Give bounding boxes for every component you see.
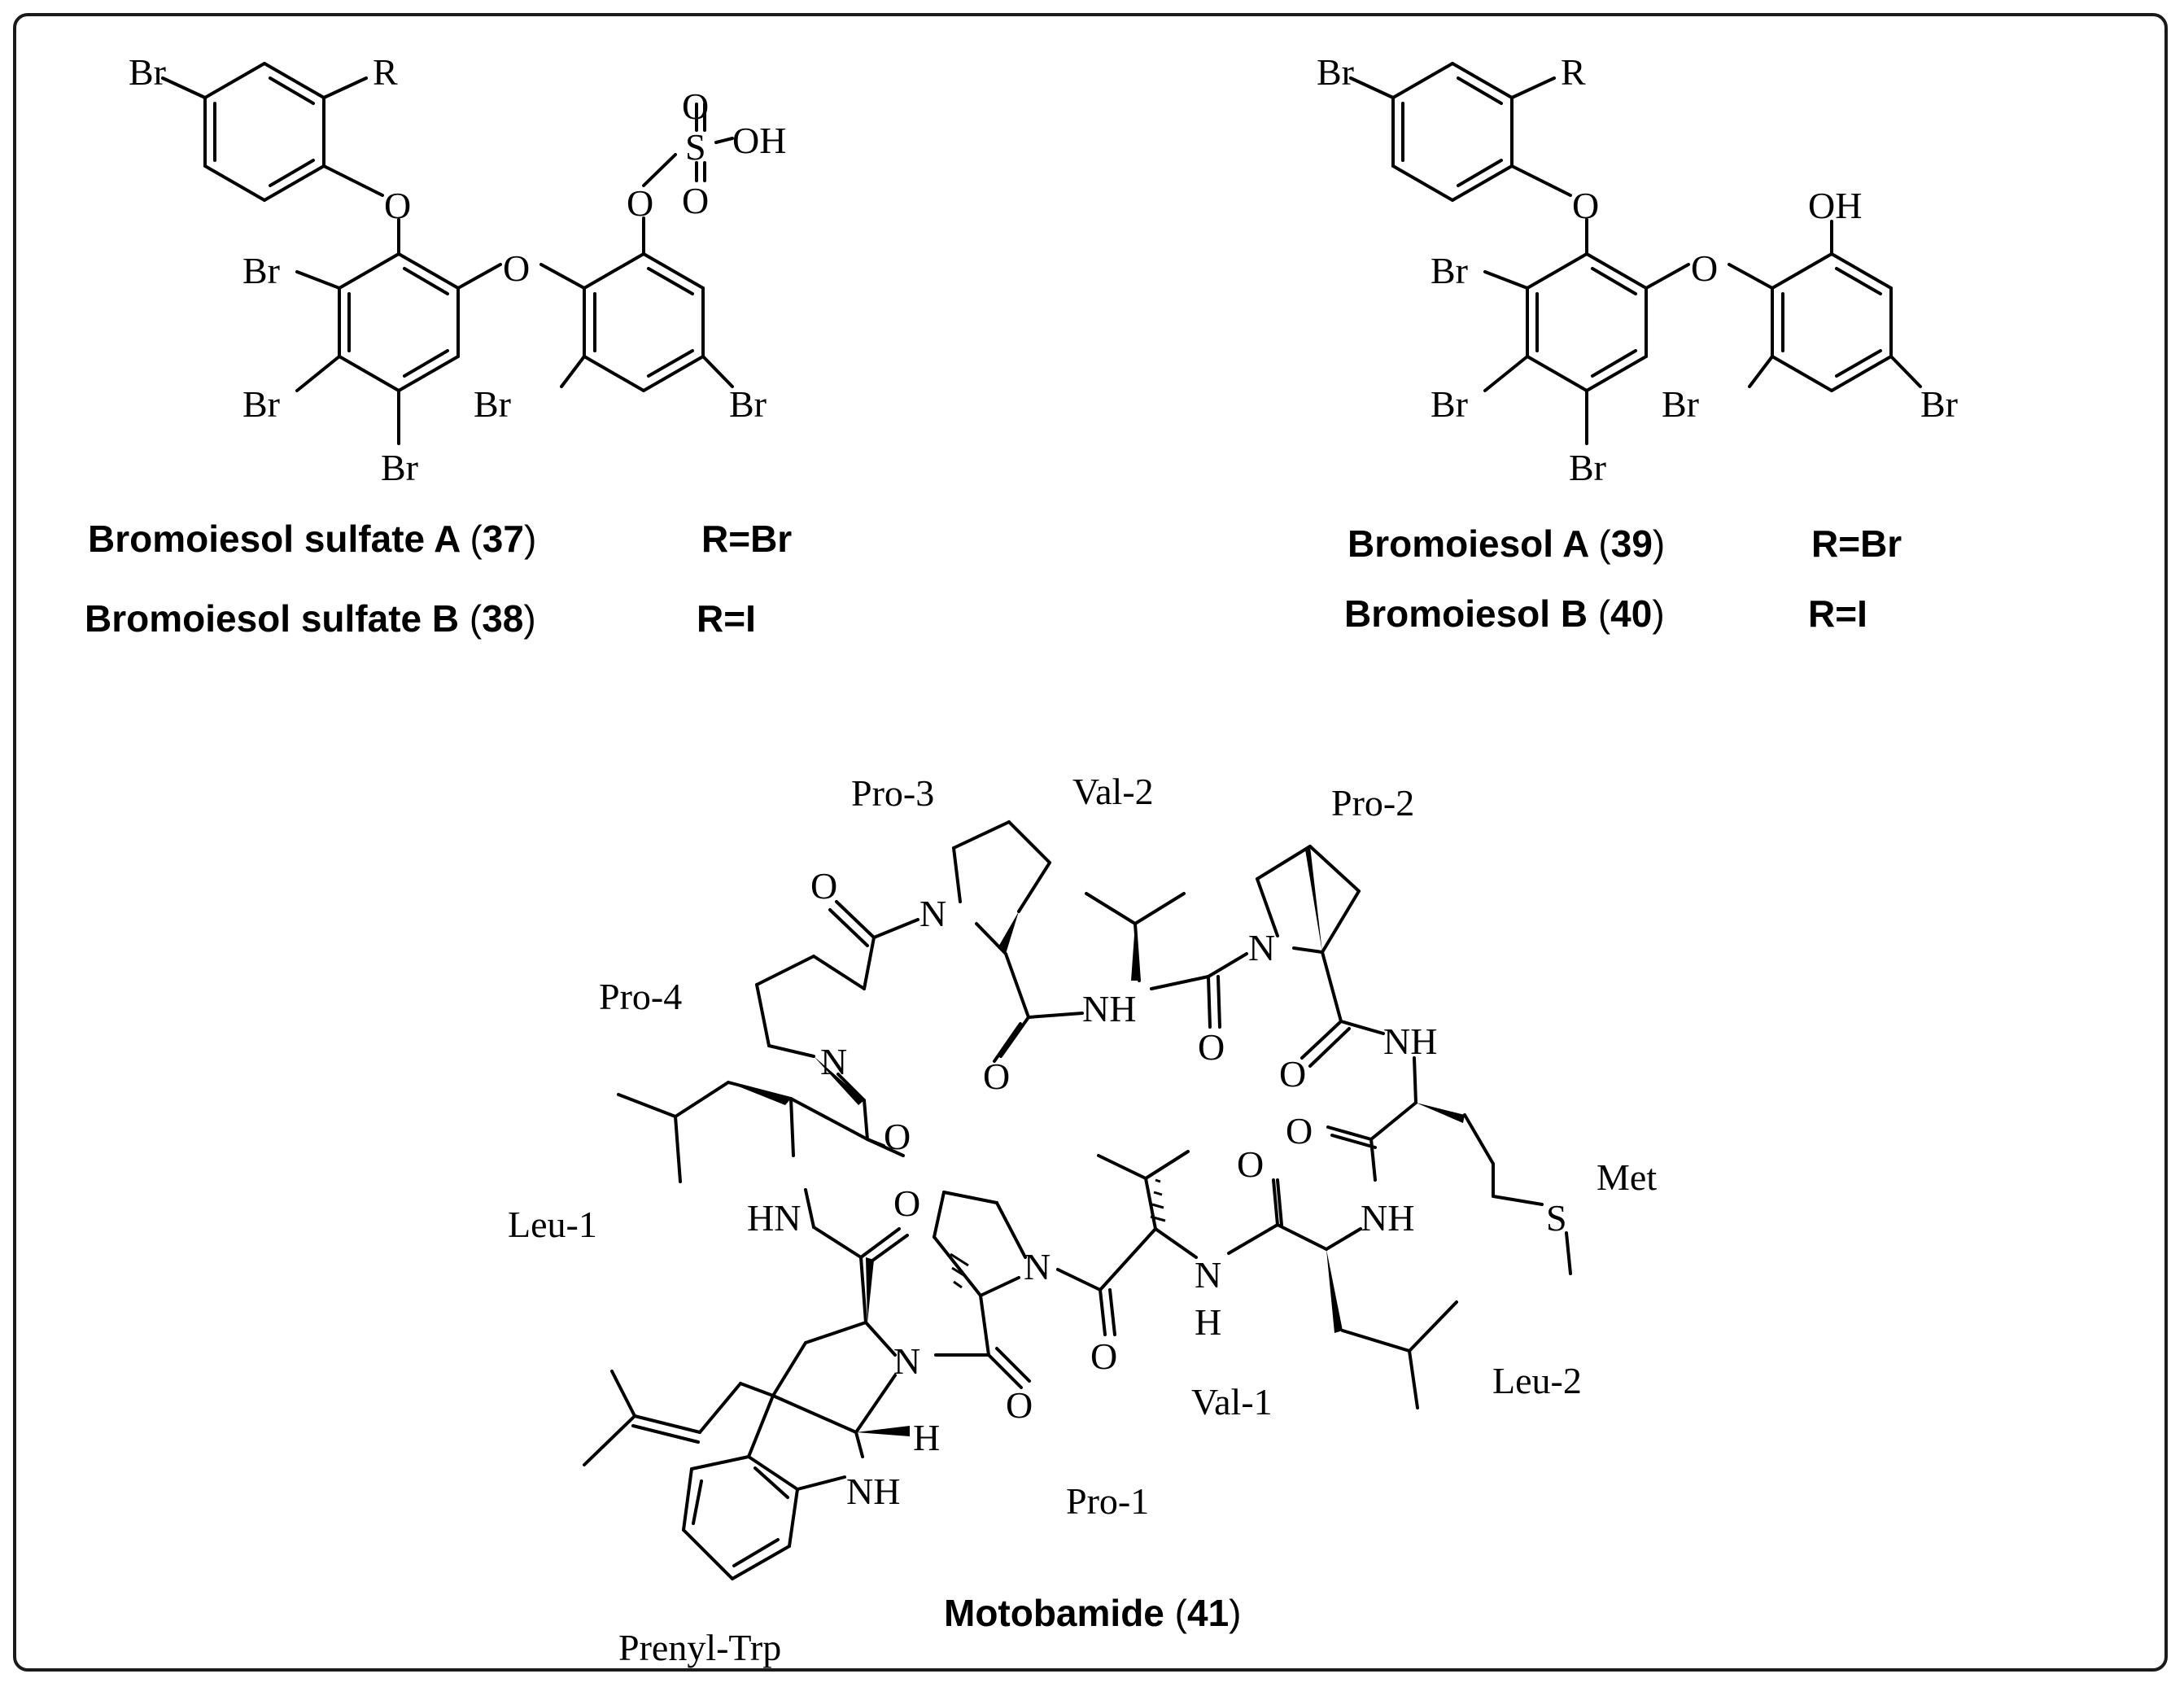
residue-val2: Val-2 — [1072, 771, 1154, 812]
structure-motobamide: O N N O NH O N O NH O NH S O N H O N O N… — [508, 771, 1657, 1668]
atom-o: O — [682, 180, 709, 221]
atom-br: Br — [1317, 51, 1354, 93]
structure-bromoiesol-sulfate: Br R O Br Br Br O Br Br O S O O OH — [129, 51, 786, 488]
compound-number: 40 — [1610, 592, 1652, 635]
atom-o: O — [1198, 1026, 1225, 1068]
atom-br: Br — [1920, 383, 1958, 425]
atom-h: H — [1195, 1301, 1221, 1343]
atom-o: O — [1237, 1143, 1264, 1185]
atom-n: N — [919, 893, 946, 934]
residue-pro1: Pro-1 — [1066, 1480, 1149, 1522]
atom-br: Br — [129, 51, 166, 93]
caption-38: Bromoiesol sulfate B (38) R=I — [85, 597, 756, 640]
atom-br: Br — [1662, 383, 1699, 425]
atom-o: O — [884, 1116, 911, 1157]
compound-name: Motobamide — [944, 1592, 1164, 1634]
atom-n: N — [1195, 1254, 1221, 1296]
atom-hn: HN — [747, 1197, 801, 1239]
atom-h: H — [913, 1417, 940, 1458]
atom-nh: NH — [846, 1471, 900, 1512]
atom-nh: NH — [1361, 1197, 1414, 1239]
atom-s: S — [685, 126, 706, 168]
svg-text:Motobamide (41): Motobamide (41) — [944, 1592, 1242, 1634]
atom-oh: OH — [732, 120, 786, 161]
caption-39: Bromoiesol A (39) R=Br — [1348, 522, 1902, 565]
caption-41: Motobamide (41) — [944, 1592, 1242, 1634]
compound-name: Bromoiesol B — [1344, 592, 1588, 635]
atom-br: Br — [474, 383, 511, 425]
compound-name: Bromoiesol sulfate B — [85, 597, 459, 640]
atom-o: O — [1090, 1335, 1117, 1377]
svg-text:Bromoiesol sulfate B (3: Bromoiesol sulfate B (38) — [85, 597, 536, 640]
svg-text:Bromoiesol B (40): Bromoiesol B (40) — [1344, 592, 1665, 635]
residue-pro4: Pro-4 — [599, 976, 682, 1017]
compound-number: 39 — [1611, 522, 1653, 565]
atom-br: Br — [1569, 447, 1606, 488]
atom-o: O — [1286, 1110, 1313, 1152]
atom-o: O — [983, 1055, 1010, 1097]
atom-o: O — [1572, 185, 1599, 226]
caption-37: Bromoiesol sulfate A (37) R=Br — [88, 518, 792, 560]
residue-leu1: Leu-1 — [508, 1204, 597, 1245]
atom-o: O — [810, 865, 837, 907]
compound-number: 37 — [483, 518, 524, 560]
atom-br: Br — [729, 383, 767, 425]
compound-name: Bromoiesol A — [1348, 522, 1588, 565]
atom-br: Br — [1431, 250, 1468, 291]
atom-o: O — [1691, 247, 1718, 289]
atom-o: O — [627, 182, 653, 224]
structure-bromoiesol: Br R O Br Br Br O Br Br OH — [1317, 51, 1958, 488]
atom-n: N — [1248, 927, 1275, 968]
atom-s: S — [1546, 1197, 1567, 1239]
atom-nh: NH — [1383, 1021, 1437, 1062]
atom-br: Br — [242, 250, 280, 291]
atom-br: Br — [1431, 383, 1468, 425]
r-group: R=Br — [1811, 522, 1902, 565]
atom-r: R — [373, 51, 398, 93]
residue-prenyl-trp: Prenyl-Trp — [618, 1627, 781, 1668]
residue-pro3: Pro-3 — [851, 772, 934, 814]
residue-val1: Val-1 — [1191, 1381, 1273, 1423]
residue-leu2: Leu-2 — [1492, 1360, 1582, 1401]
atom-n: N — [1024, 1246, 1051, 1287]
atom-o: O — [384, 185, 411, 226]
atom-oh: OH — [1808, 185, 1862, 226]
atom-nh: NH — [1082, 988, 1136, 1029]
atom-n: N — [893, 1340, 920, 1382]
svg-text:Bromoiesol sulfate A (3: Bromoiesol sulfate A (37) — [88, 518, 536, 560]
atom-n: N — [820, 1041, 847, 1082]
r-group: R=Br — [701, 518, 792, 560]
compound-number: 41 — [1187, 1592, 1229, 1634]
atom-o: O — [1006, 1384, 1033, 1426]
atom-r: R — [1561, 51, 1586, 93]
atom-o: O — [682, 85, 709, 127]
atom-o: O — [503, 247, 530, 289]
compound-number: 38 — [482, 597, 523, 640]
atom-o: O — [1279, 1053, 1306, 1095]
atom-br: Br — [381, 447, 418, 488]
r-group: R=I — [697, 597, 756, 640]
atom-br: Br — [242, 383, 280, 425]
compound-name: Bromoiesol sulfate A — [88, 518, 460, 560]
residue-met: Met — [1597, 1156, 1657, 1198]
figure-frame — [13, 13, 2168, 1672]
caption-40: Bromoiesol B (40) R=I — [1344, 592, 1867, 635]
r-group: R=I — [1808, 592, 1867, 635]
svg-text:Bromoiesol A (39): Bromoiesol A (39) — [1348, 522, 1665, 565]
residue-pro2: Pro-2 — [1331, 782, 1414, 824]
atom-o: O — [893, 1182, 920, 1224]
